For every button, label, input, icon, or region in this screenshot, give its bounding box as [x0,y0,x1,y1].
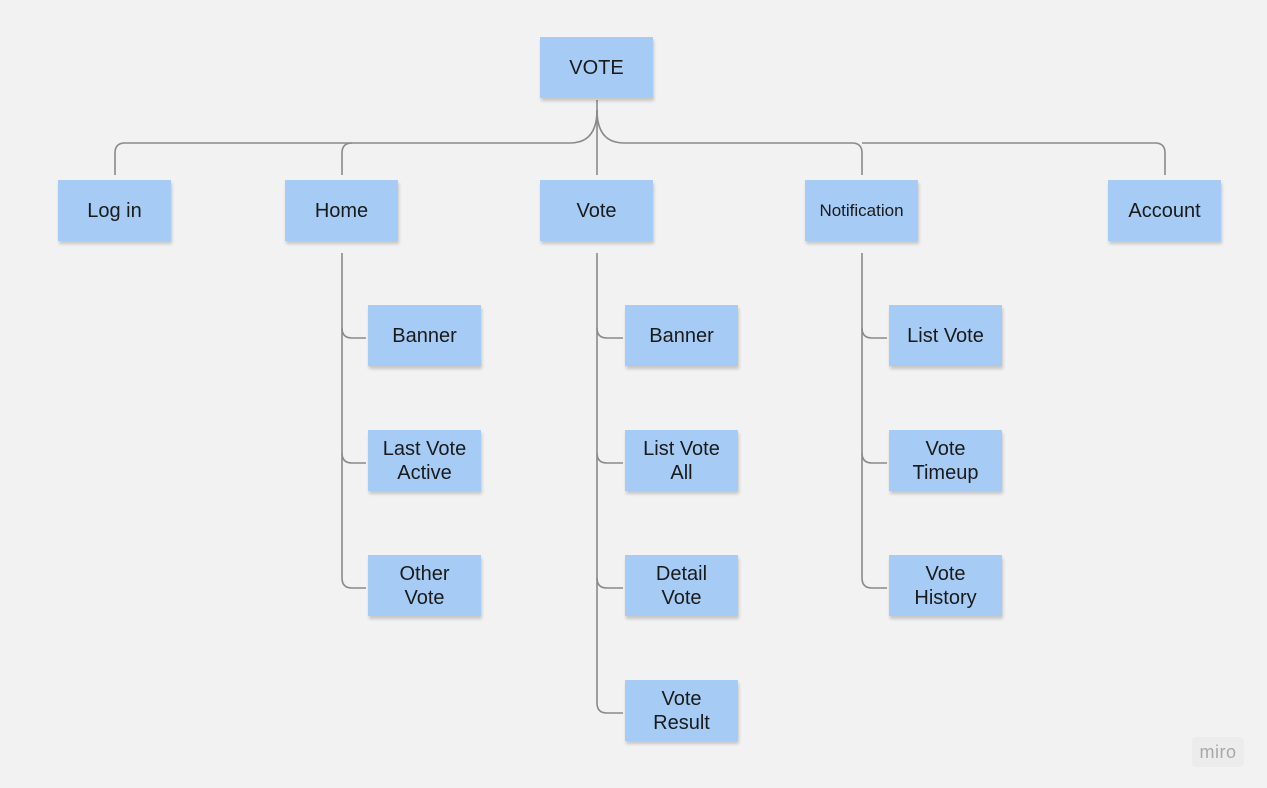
connector-home-last-vote-active [341,452,366,464]
sticky-note-vote[interactable]: Vote [540,180,653,241]
connector-branch-account [862,142,1166,175]
connector-vote-detail-vote [596,577,623,589]
connector-notification-vote-timeup [861,452,887,464]
sticky-note-vote-root[interactable]: VOTE [540,37,653,98]
connector-notification-list-vote [861,327,887,339]
sticky-note-notification[interactable]: Notification [805,180,918,241]
sticky-note-vote-history[interactable]: Vote History [889,555,1002,616]
sticky-note-last-vote-active[interactable]: Last Vote Active [368,430,481,491]
sticky-note-list-vote-all[interactable]: List Vote All [625,430,738,491]
sticky-note-other-vote[interactable]: Other Vote [368,555,481,616]
connector-home-trunk [341,253,366,589]
sticky-note-log-in[interactable]: Log in [58,180,171,241]
sticky-note-list-vote[interactable]: List Vote [889,305,1002,366]
connector-branch-login [114,109,598,175]
sticky-note-vote-timeup[interactable]: Vote Timeup [889,430,1002,491]
sticky-note-detail-vote[interactable]: Detail Vote [625,555,738,616]
sticky-note-vote-result[interactable]: Vote Result [625,680,738,741]
sticky-note-home[interactable]: Home [285,180,398,241]
connector-vote-trunk [596,253,623,714]
sticky-note-home-banner[interactable]: Banner [368,305,481,366]
connector-notification-trunk [861,253,887,589]
connector-branch-notification [596,109,863,175]
sticky-note-account[interactable]: Account [1108,180,1221,241]
connector-vote-banner [596,327,623,339]
connector-vote-list-vote-all [596,452,623,464]
miro-logo: miro [1192,737,1244,767]
connector-home-banner [341,327,366,339]
connector-branch-home [341,142,353,175]
sticky-note-vote-banner[interactable]: Banner [625,305,738,366]
